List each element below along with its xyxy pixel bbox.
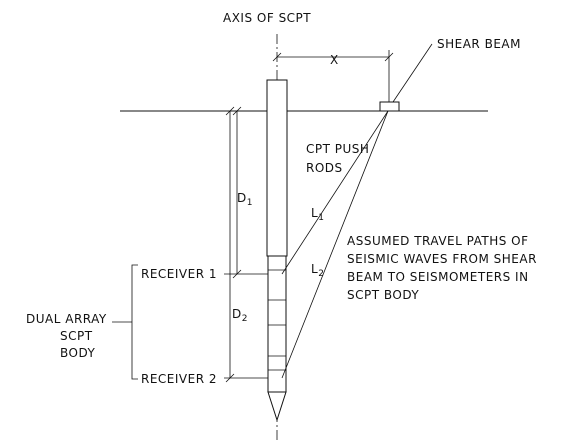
cone-tip — [267, 391, 287, 422]
x-tick-left — [272, 52, 282, 62]
travel-path-l2 — [281, 110, 389, 379]
x-label: X — [330, 53, 339, 67]
shear-beam — [379, 101, 400, 112]
d1-label: D1 — [237, 191, 253, 208]
axis-label: AXIS OF SCPT — [223, 11, 311, 25]
travel-paths-label-line4: SCPT BODY — [347, 288, 419, 302]
travel-paths-label-line3: BEAM TO SEISMOMETERS IN — [347, 270, 529, 284]
push-rods-label-line2: RODS — [306, 161, 343, 175]
d2-label: D2 — [232, 307, 248, 324]
push-rods-label-line1: CPT PUSH — [306, 142, 369, 156]
travel-paths-label-line1: ASSUMED TRAVEL PATHS OF — [347, 234, 529, 248]
receiver1-label: RECEIVER 1 — [141, 267, 217, 281]
d1-tick-top — [232, 106, 242, 116]
dual-array-label-line1: DUAL ARRAY — [26, 312, 107, 326]
travel-path-l1 — [281, 110, 389, 275]
receiver2-label: RECEIVER 2 — [141, 372, 217, 386]
shear-beam-leader — [392, 43, 433, 103]
dual-array-label-line3: BODY — [60, 346, 96, 360]
scpt-body — [267, 255, 287, 393]
dual-array-label-line2: SCPT — [60, 329, 93, 343]
travel-paths-label-line2: SEISMIC WAVES FROM SHEAR — [347, 252, 537, 266]
l1-label: L1 — [311, 206, 324, 223]
l2-label: L2 — [311, 262, 324, 279]
shear-beam-label: SHEAR BEAM — [437, 37, 521, 51]
dual-array-bracket — [131, 264, 138, 380]
d2-tick-top — [225, 106, 235, 116]
x-tick-right — [384, 52, 394, 62]
cpt-push-rods — [266, 79, 288, 257]
